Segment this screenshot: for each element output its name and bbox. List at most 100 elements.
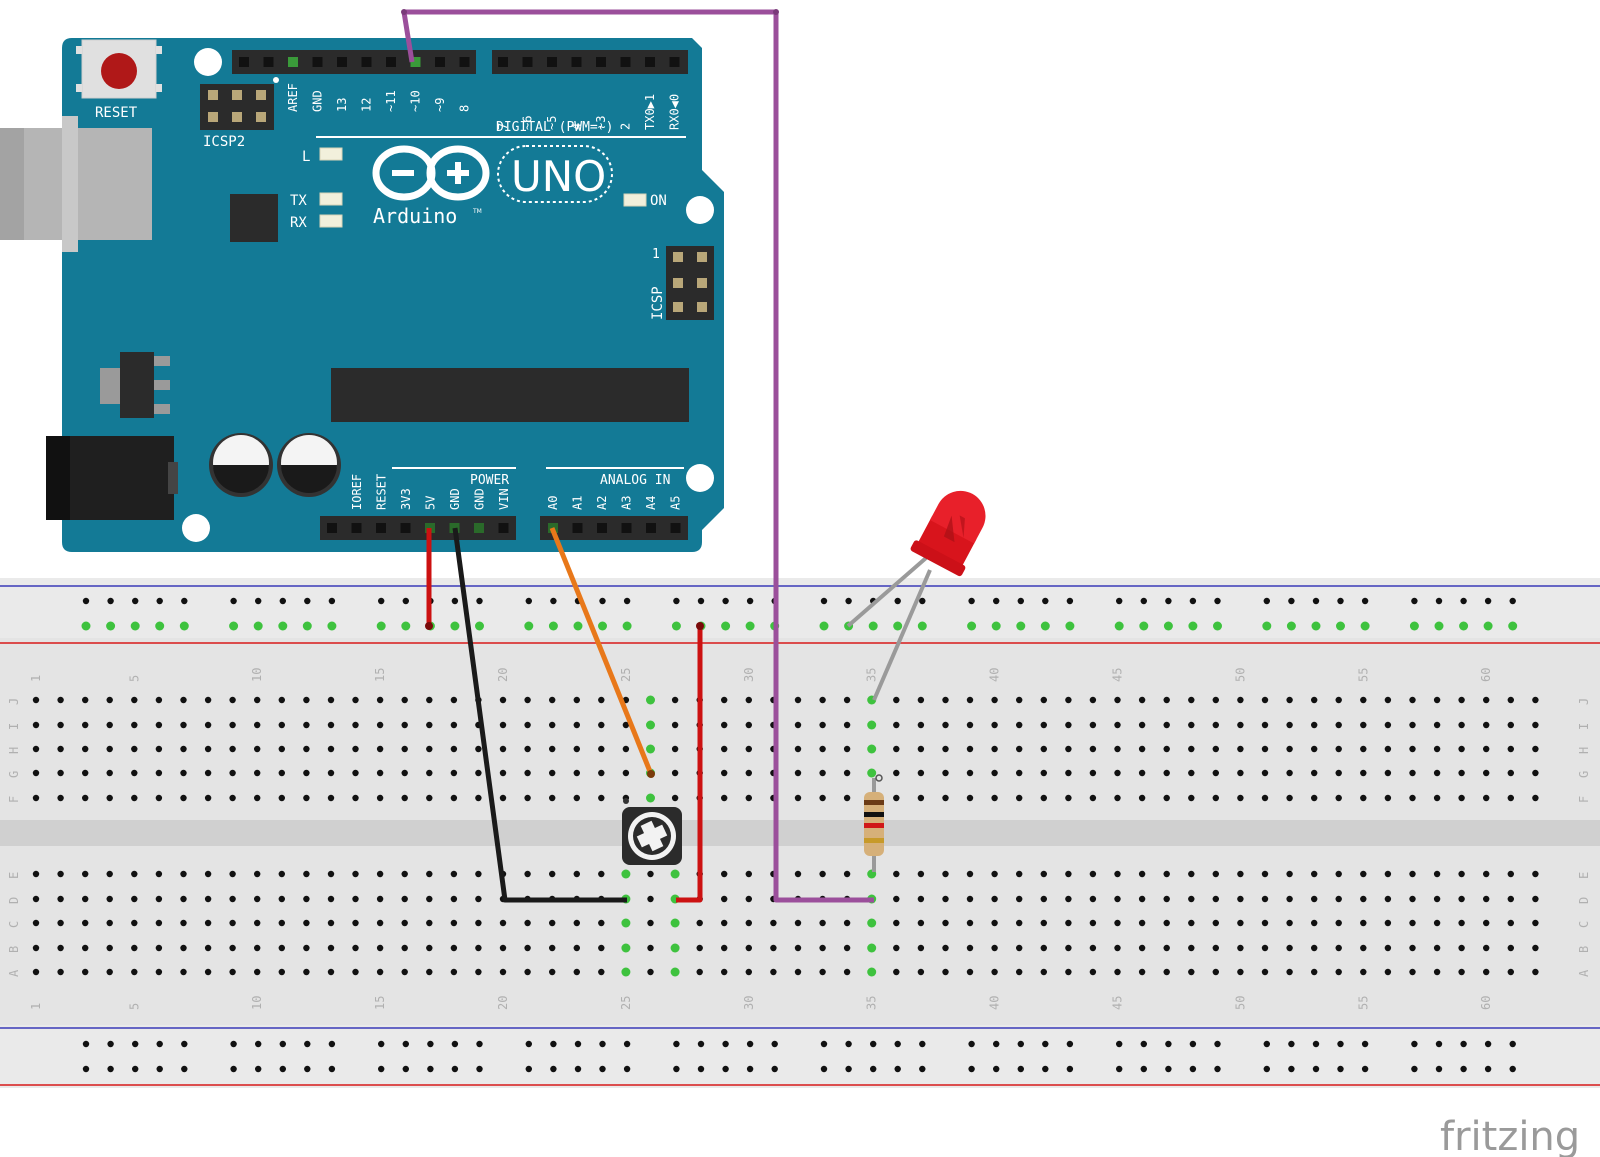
breadboard-hole <box>1360 870 1367 878</box>
rail-hole <box>1312 1040 1320 1048</box>
breadboard-hole <box>671 696 679 704</box>
breadboard-hole <box>327 745 335 753</box>
breadboard-hole <box>229 870 236 878</box>
reset-button[interactable] <box>76 39 162 99</box>
digital-pin-label: 12 <box>360 98 374 112</box>
breadboard-hole <box>278 721 285 729</box>
breadboard-hole <box>647 968 654 976</box>
breadboard-hole <box>401 895 408 903</box>
breadboard-hole <box>32 696 40 704</box>
pin-socket <box>410 57 421 67</box>
breadboard-hole <box>1507 870 1515 878</box>
rail-hole <box>893 621 903 631</box>
breadboard-hole <box>82 769 89 777</box>
breadboard-hole <box>893 919 900 927</box>
breadboard-hole <box>1483 944 1490 952</box>
breadboard-hole <box>1384 745 1392 753</box>
breadboard-hole <box>1409 968 1416 976</box>
breadboard-hole <box>1016 968 1023 976</box>
rail-hole <box>623 1065 631 1073</box>
breadboard-hole <box>1286 696 1293 704</box>
breadboard-hole <box>819 919 826 927</box>
black-wire-gnd[interactable] <box>452 527 627 903</box>
rail-hole <box>107 1040 114 1048</box>
breadboard-hole <box>942 944 949 952</box>
fritzing-watermark: fritzing <box>1440 1114 1580 1157</box>
breadboard-hole <box>942 870 949 878</box>
breadboard-hole <box>180 696 187 704</box>
breadboard-hole <box>1040 944 1048 952</box>
breadboard-hole <box>1409 919 1416 927</box>
rail-hole <box>771 1040 778 1048</box>
column-number-bottom: 35 <box>865 996 879 1010</box>
breadboard-hole <box>621 943 631 953</box>
breadboard-hole <box>917 870 925 878</box>
breadboard-hole <box>573 696 580 704</box>
breadboard-hole <box>254 745 261 753</box>
rail-hole <box>1163 621 1173 631</box>
breadboard-hole <box>1138 696 1146 704</box>
breadboard-hole <box>966 794 974 802</box>
rail-hole <box>820 1040 828 1048</box>
column-number-top: 40 <box>988 668 1002 682</box>
breadboard-hole <box>475 870 482 878</box>
breadboard-hole <box>1065 696 1072 704</box>
led-tx <box>319 192 343 206</box>
power-pin-label: RESET <box>375 474 389 510</box>
breadboard-hole <box>721 769 728 777</box>
red-wire-pot[interactable] <box>676 626 703 903</box>
rail-hole <box>1214 1065 1221 1073</box>
pin-socket <box>645 57 655 67</box>
pin-socket <box>498 523 509 533</box>
orange-wire-a0[interactable] <box>549 527 654 775</box>
breadboard-hole <box>352 968 359 976</box>
rail-hole <box>919 597 926 605</box>
breadboard-hole <box>1286 769 1293 777</box>
rail-hole <box>1483 621 1493 631</box>
breadboard-hole <box>1458 968 1465 976</box>
breadboard-hole <box>573 745 580 753</box>
rail-hole <box>525 1040 532 1048</box>
breadboard-hole <box>426 721 433 729</box>
breadboard-hole <box>1286 870 1293 878</box>
rail-hole <box>1139 621 1149 631</box>
breadboard-hole <box>721 895 728 903</box>
analog-pin-label: A1 <box>571 496 585 510</box>
breadboard-hole <box>106 919 113 927</box>
breadboard-hole <box>1311 794 1318 802</box>
rail-hole <box>1460 1040 1467 1048</box>
breadboard-hole <box>1409 721 1416 729</box>
breadboard-hole <box>82 895 89 903</box>
breadboard-hole <box>1040 919 1048 927</box>
breadboard-hole <box>745 745 752 753</box>
breadboard-hole <box>794 769 802 777</box>
breadboard-hole <box>794 870 802 878</box>
breadboard-bottom-rail-area <box>0 1025 1600 1088</box>
breadboard-hole <box>1040 696 1048 704</box>
breadboard-hole <box>721 745 728 753</box>
breadboard-hole <box>1483 794 1490 802</box>
breadboard-hole <box>327 944 335 952</box>
breadboard-hole <box>1360 944 1367 952</box>
potentiometer[interactable] <box>622 798 682 865</box>
breadboard-hole <box>352 870 359 878</box>
breadboard-hole <box>254 944 261 952</box>
usb-chip <box>230 194 278 242</box>
breadboard-hole <box>401 721 408 729</box>
breadboard-hole <box>867 918 877 928</box>
breadboard-hole <box>1212 721 1220 729</box>
breadboard-hole <box>1532 769 1539 777</box>
breadboard-hole <box>1458 745 1465 753</box>
breadboard-hole <box>794 794 802 802</box>
breadboard-hole <box>524 968 531 976</box>
breadboard-hole <box>57 696 64 704</box>
column-number-top: 15 <box>373 668 387 682</box>
breadboard-hole <box>867 967 877 977</box>
pin-socket <box>646 523 656 533</box>
rail-hole <box>451 1065 459 1073</box>
breadboard-hole <box>229 944 236 952</box>
breadboard-hole <box>401 870 408 878</box>
rail-hole <box>1312 597 1320 605</box>
breadboard-hole <box>1507 895 1515 903</box>
rail-hole <box>1509 1065 1516 1073</box>
